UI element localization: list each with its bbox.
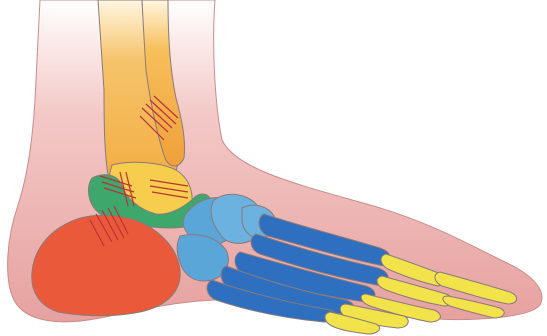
foot-anatomy-illustration [0, 0, 547, 336]
foot-diagram-svg [0, 0, 547, 336]
